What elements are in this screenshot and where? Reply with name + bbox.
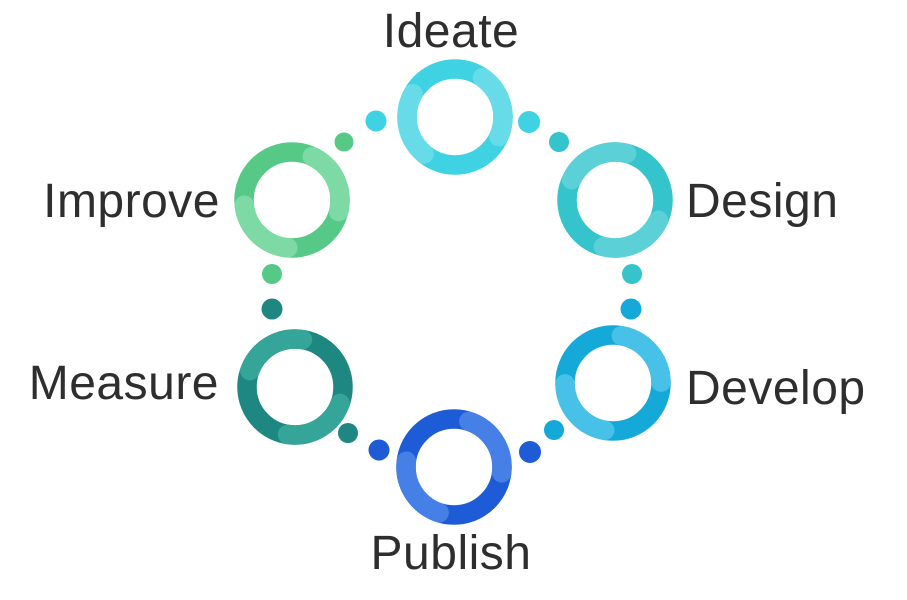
dot-design-side-topright	[549, 132, 569, 152]
dot-develop-side-right	[620, 298, 642, 320]
dot-improve-side-topleft	[334, 132, 354, 152]
label-measure: Measure	[28, 357, 219, 410]
dot-publish-side-bottomleft	[368, 439, 390, 461]
develop-ring-icon	[555, 325, 671, 441]
dot-improve-side-left	[262, 264, 282, 284]
dot-measure-side-left	[261, 298, 283, 320]
label-develop: Develop	[686, 362, 866, 415]
label-publish: Publish	[370, 527, 532, 580]
dot-measure-side-bottomleft	[338, 423, 358, 443]
label-ideate: Ideate	[382, 5, 520, 58]
connector-dots	[261, 110, 642, 463]
dot-ideate-side-topleft	[365, 110, 387, 132]
design-ring-icon	[557, 142, 673, 258]
label-improve: Improve	[43, 175, 220, 228]
measure-ring-icon	[237, 329, 353, 445]
dot-publish-side-bottomright	[519, 441, 541, 463]
improve-ring-icon	[234, 142, 350, 258]
label-design: Design	[686, 175, 839, 228]
dot-ideate-side-topright	[518, 111, 540, 133]
dot-develop-side-bottomright	[544, 420, 564, 440]
dot-design-side-right	[622, 264, 642, 284]
publish-ring-icon	[396, 409, 512, 525]
ideate-ring-icon	[397, 59, 513, 175]
